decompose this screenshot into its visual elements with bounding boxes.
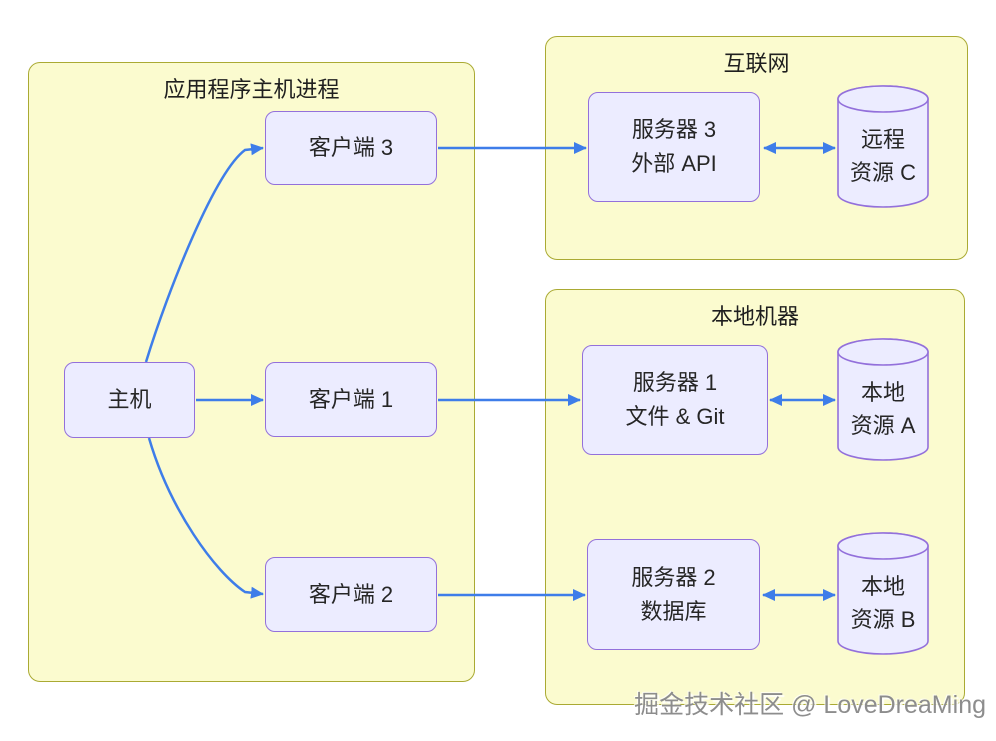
node-server3-line2: 外部 API <box>631 151 717 176</box>
node-server2: 服务器 2 数据库 <box>587 539 760 650</box>
node-resource-c-label: 远程 资源 C <box>837 107 929 205</box>
node-client3-label: 客户端 3 <box>308 135 394 160</box>
node-resource-a-line1: 本地 <box>860 380 905 405</box>
node-client2-label: 客户端 2 <box>308 581 394 607</box>
node-server1-line2: 文件 & Git <box>625 404 725 429</box>
database-cylinder-icon <box>837 532 929 655</box>
node-resource-b-label: 本地 资源 B <box>837 554 929 652</box>
node-client2: 客户端 2 <box>265 557 437 632</box>
node-host-label: 主机 <box>107 387 152 412</box>
database-cylinder-icon <box>837 338 929 461</box>
node-server3: 服务器 3 外部 API <box>588 92 760 202</box>
group-local-machine-title: 本地机器 <box>710 304 799 329</box>
group-host-process-title: 应用程序主机进程 <box>163 77 340 102</box>
node-server3-line1: 服务器 3 <box>631 117 717 142</box>
node-client1: 客户端 1 <box>265 362 437 437</box>
node-resource-b-line2: 资源 B <box>850 607 916 632</box>
node-resource-a-label: 本地 资源 A <box>837 360 929 458</box>
node-resource-c-line1: 远程 <box>860 127 905 152</box>
node-client3: 客户端 3 <box>265 111 437 185</box>
node-resource-b-line1: 本地 <box>860 574 905 599</box>
node-server2-line1: 服务器 2 <box>631 564 716 590</box>
node-resource-c: 远程 资源 C <box>837 85 929 209</box>
group-internet-title: 互联网 <box>723 51 790 76</box>
node-server1-line1: 服务器 1 <box>632 370 718 395</box>
node-resource-c-line2: 资源 C <box>849 160 916 185</box>
node-host: 主机 <box>64 362 195 438</box>
watermark-text: 掘金技术社区 @ LoveDreaMing <box>634 691 986 719</box>
node-server2-line2: 数据库 <box>640 598 707 624</box>
node-resource-a-line2: 资源 A <box>850 413 916 438</box>
node-server1: 服务器 1 文件 & Git <box>582 345 768 455</box>
node-resource-b: 本地 资源 B <box>837 532 929 656</box>
database-cylinder-icon <box>837 85 929 208</box>
node-client1-label: 客户端 1 <box>308 386 394 412</box>
node-resource-a: 本地 资源 A <box>837 338 929 462</box>
